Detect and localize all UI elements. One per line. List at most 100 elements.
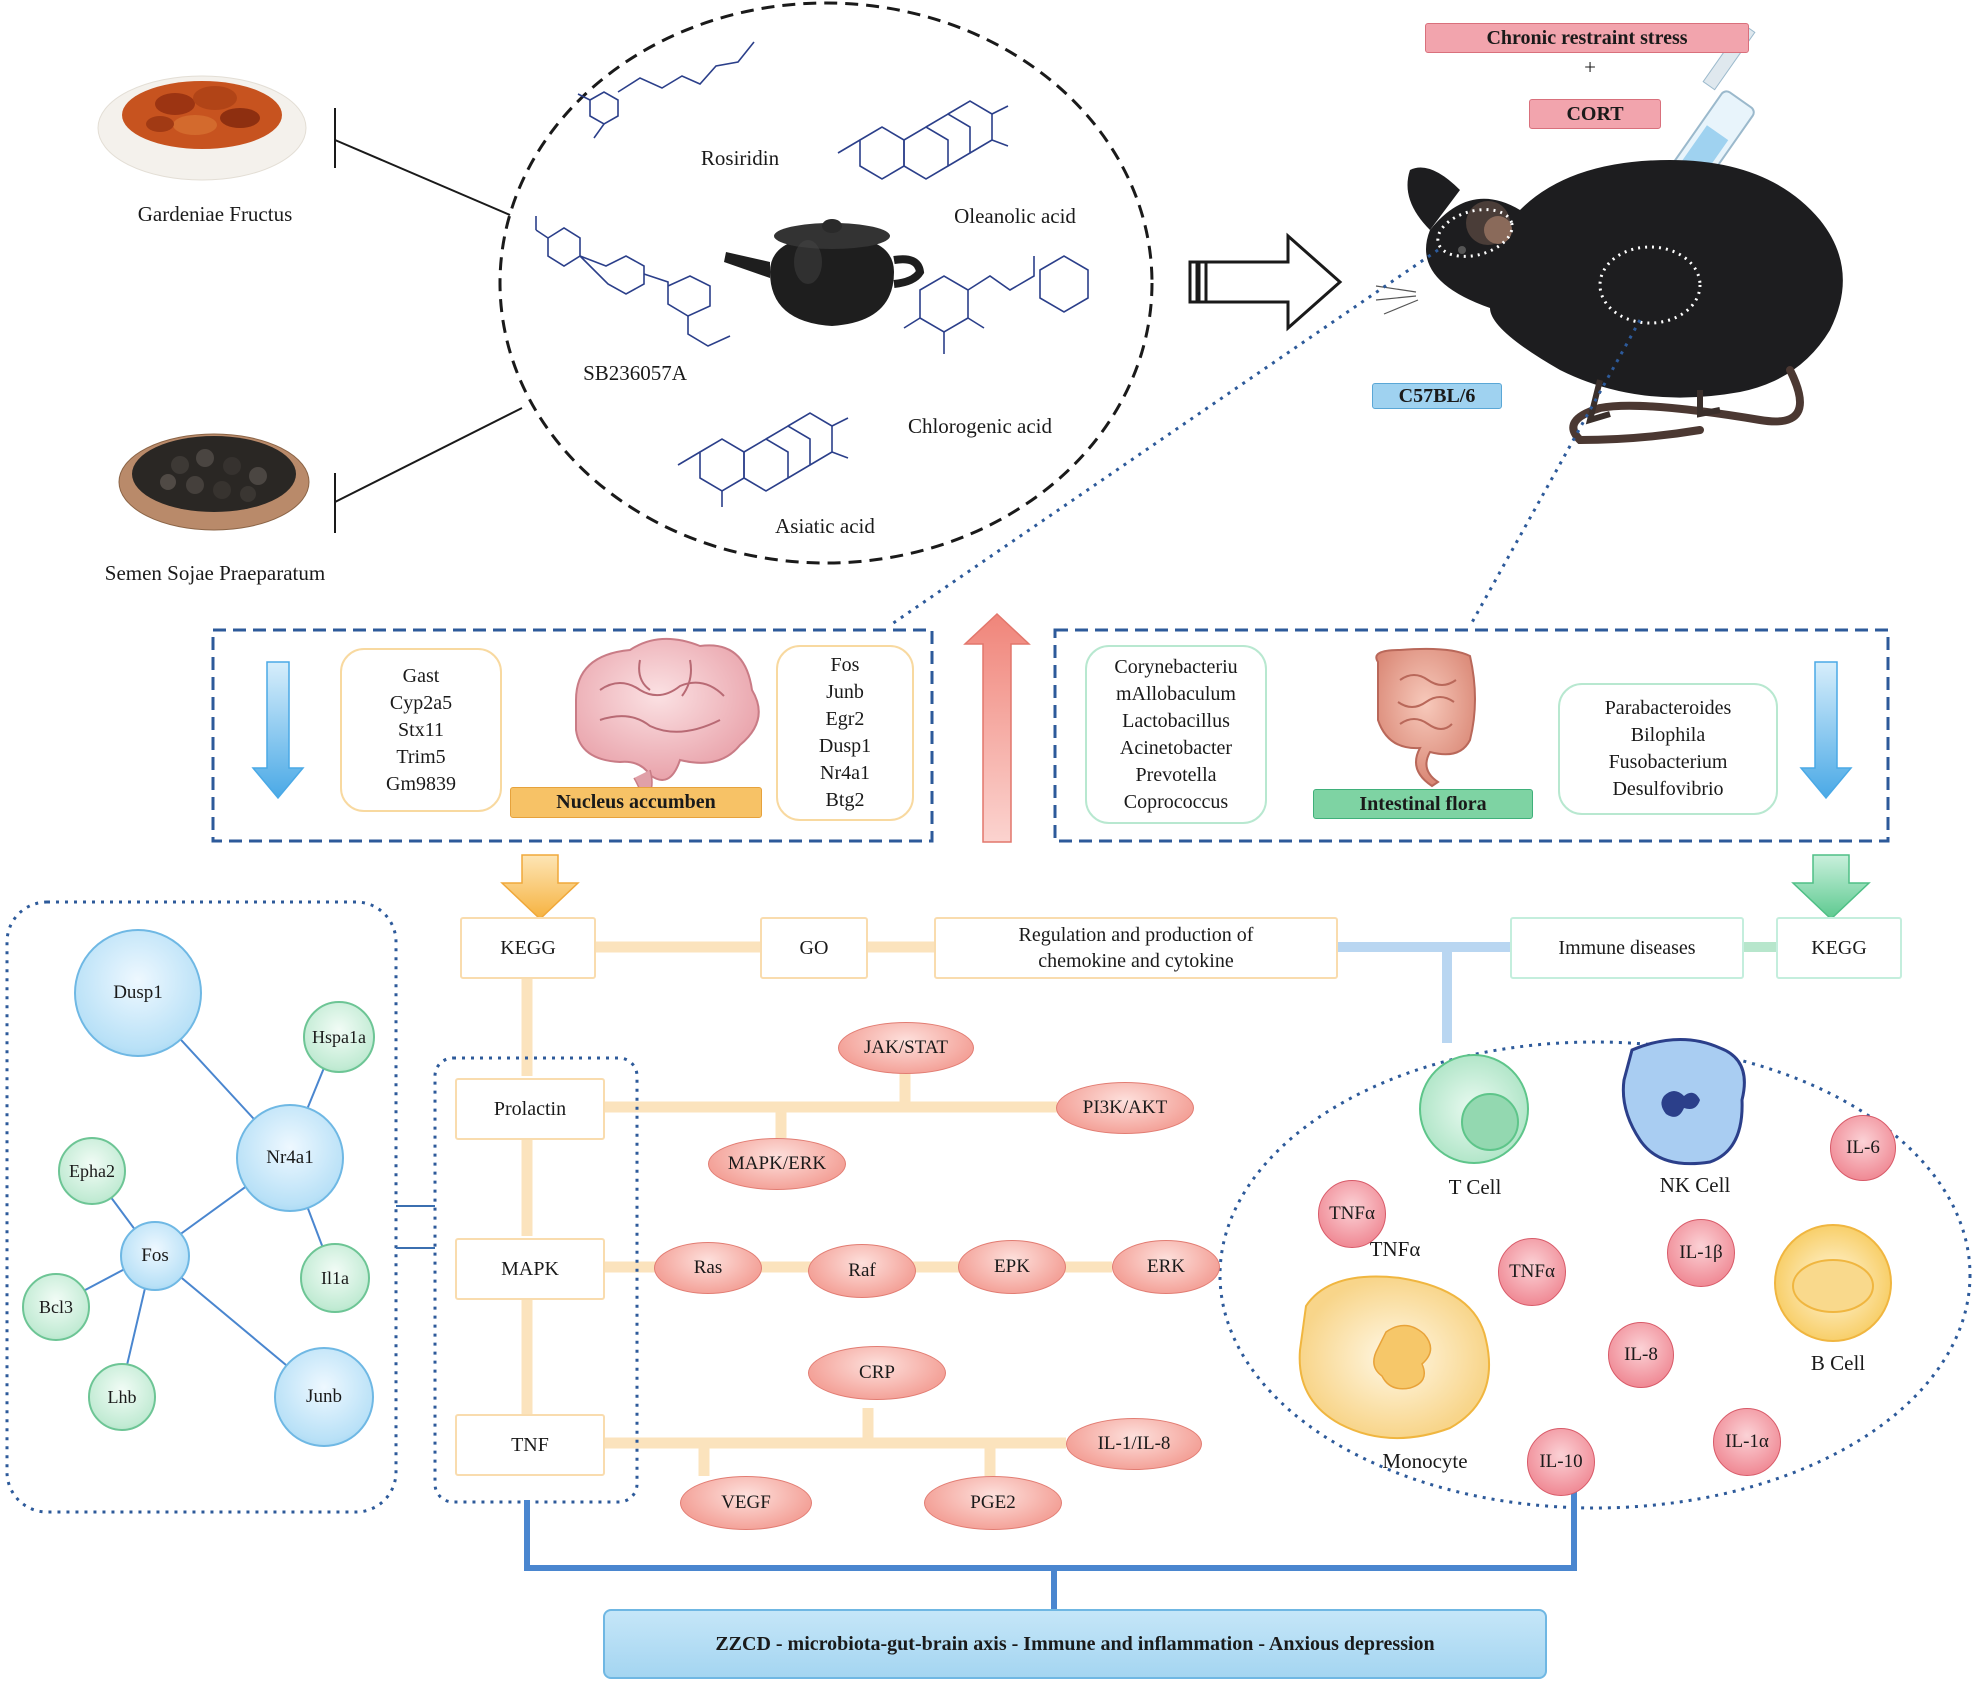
nucleus-panel (211, 628, 934, 843)
junb-node: Junb (274, 1347, 374, 1447)
flora-title: Intestinal flora (1313, 789, 1533, 819)
mapk-box: MAPK (455, 1238, 605, 1300)
herbal-decoction-pot (724, 219, 925, 326)
b-cell-shape (1774, 1224, 1892, 1342)
tnfa-text-label: TNFα (1369, 1237, 1421, 1261)
il6-cytokine: IL-6 (1830, 1115, 1896, 1181)
conclusion-banner: ZZCD - microbiota-gut-brain axis - Immun… (603, 1609, 1547, 1679)
b-cell-label: B Cell (1810, 1351, 1866, 1375)
green-down-arrow (1791, 854, 1871, 921)
upregulated-genes-box: Fos Junb Egr2 Dusp1 Nr4a1 Btg2 (776, 645, 914, 821)
gene-item: Gm9839 (386, 772, 456, 795)
taxon-item: mAllobaculum (1116, 682, 1236, 705)
taxon-item: Lactobacillus (1122, 709, 1230, 732)
mouse-illustration (1375, 160, 1843, 445)
il10-cytokine: IL-10 (1527, 1428, 1595, 1496)
regulation-line-2: chemokine and cytokine (1038, 950, 1234, 972)
gardeniae-label: Gardeniae Fructus (137, 202, 293, 226)
asiatic-label: Asiatic acid (775, 514, 875, 538)
intestine-illustration (1375, 647, 1476, 788)
il1-il8-node: IL-1/IL-8 (1066, 1418, 1202, 1470)
gene-item: Trim5 (396, 745, 446, 768)
epha2-node: Epha2 (58, 1137, 126, 1205)
tnfa-cytokine: TNFα (1498, 1238, 1566, 1306)
kegg-left-box: KEGG (460, 917, 596, 979)
orange-down-arrow (500, 854, 580, 921)
taxon-item: Fusobacterium (1608, 751, 1728, 773)
oleanolic-label: Oleanolic acid (954, 204, 1076, 228)
arrow-to-mouse (1188, 232, 1343, 332)
network-link-ticks (396, 1205, 435, 1249)
raf-node: Raf (808, 1244, 916, 1298)
decreased-taxa-box: Parabacteroides Bilophila Fusobacterium … (1558, 683, 1778, 815)
dusp1-node: Dusp1 (74, 929, 202, 1057)
pi3k-akt-node: PI3K/AKT (1056, 1082, 1194, 1134)
gene-item: Stx11 (398, 718, 444, 741)
erk-node: ERK (1112, 1240, 1220, 1294)
immune-diseases-box: Immune diseases (1510, 917, 1744, 979)
herb-connectors (334, 108, 523, 533)
jak-stat-node: JAK/STAT (838, 1022, 974, 1074)
pathway-group-panel (433, 1056, 639, 1504)
monocyte-label: Monocyte (1382, 1449, 1468, 1473)
flora-panel (1053, 628, 1890, 843)
immune-ellipse (1218, 1040, 1972, 1510)
gene-item: Junb (826, 681, 864, 703)
tnfa-cytokine: TNFα (1318, 1180, 1386, 1248)
sb236057a-label: SB236057A (583, 361, 687, 385)
chlorogenic-label: Chlorogenic acid (907, 414, 1053, 438)
cort-tag: CORT (1529, 99, 1661, 129)
nucleus-title: Nucleus accumben (510, 787, 762, 818)
taxon-item: Acinetobacter (1119, 736, 1233, 759)
down-arrow-right (1799, 661, 1853, 800)
prolactin-box: Prolactin (455, 1078, 605, 1140)
gene-item: Egr2 (825, 708, 865, 730)
nk-cell-label: NK Cell (1659, 1173, 1731, 1197)
lhb-node: Lhb (88, 1363, 156, 1431)
compound-circle (498, 1, 1154, 565)
taxon-item: Parabacteroides (1604, 697, 1732, 719)
gene-item: Cyp2a5 (389, 691, 453, 714)
gene-item: Nr4a1 (820, 762, 870, 784)
mouse-dotted-connectors (888, 248, 1642, 628)
taxon-item: Desulfovibrio (1612, 778, 1724, 800)
monocyte-shape (1298, 1275, 1490, 1440)
il8-cytokine: IL-8 (1608, 1322, 1674, 1388)
brain-illustration (575, 637, 760, 804)
network-panel (5, 900, 398, 1514)
taxon-item: Prevotella (1135, 763, 1217, 786)
downregulated-genes-box: Gast Cyp2a5 Stx11 Trim5 Gm9839 (340, 648, 502, 812)
gardeniae-fructus-image (97, 75, 307, 181)
nk-cell-shape (1621, 1038, 1746, 1166)
increased-taxa-box: Corynebacteriu mAllobaculum Lactobacillu… (1085, 645, 1267, 824)
il1a-node: Il1a (300, 1243, 370, 1313)
il1b-cytokine: IL-1β (1667, 1219, 1735, 1287)
regulation-box: Regulation and production of chemokine a… (934, 917, 1338, 979)
gene-item: Btg2 (825, 789, 865, 811)
taxon-item: Coprococcus (1123, 790, 1229, 813)
semen-label: Semen Sojae Praeparatum (104, 561, 326, 585)
tnf-box: TNF (455, 1414, 605, 1476)
epk-node: EPK (958, 1240, 1066, 1294)
bcl3-node: Bcl3 (22, 1273, 90, 1341)
fos-node: Fos (120, 1221, 190, 1291)
semen-sojae-image (118, 433, 310, 531)
stress-tag: Chronic restraint stress (1425, 23, 1749, 53)
nr4a1-node: Nr4a1 (236, 1104, 344, 1212)
plus-sign: + (1584, 55, 1596, 79)
t-cell-label: T Cell (1448, 1175, 1502, 1199)
go-box: GO (760, 917, 868, 979)
down-arrow-left (251, 661, 305, 800)
hspa1a-node: Hspa1a (303, 1001, 375, 1073)
gene-item: Fos (830, 654, 860, 676)
immune-connector-lines (1336, 942, 1510, 1043)
t-cell-shape (1419, 1054, 1529, 1164)
gene-item: Gast (402, 664, 440, 687)
strain-tag: C57BL/6 (1372, 383, 1502, 409)
pge2-node: PGE2 (924, 1476, 1062, 1530)
mapk-erk-node: MAPK/ERK (708, 1138, 846, 1190)
taxon-item: Bilophila (1630, 724, 1706, 746)
up-arrow-center (963, 612, 1031, 843)
gene-item: Dusp1 (818, 735, 872, 757)
